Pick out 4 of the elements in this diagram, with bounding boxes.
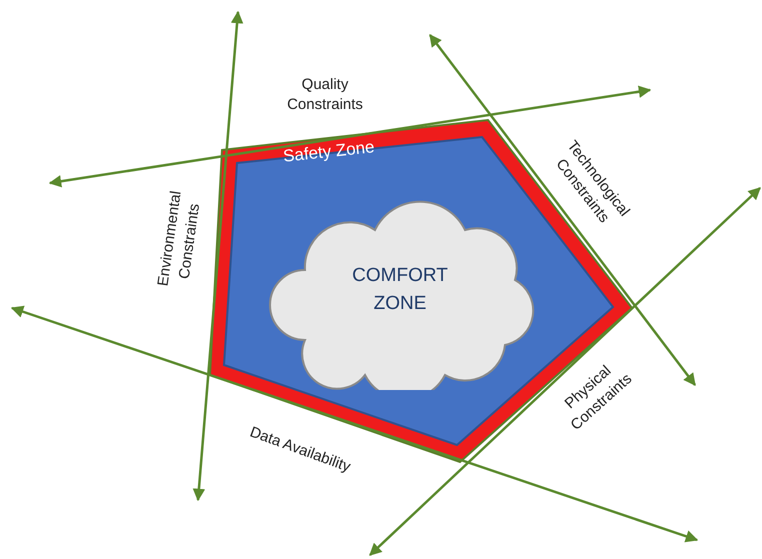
constraint-label: Quality Constraints [286,75,364,115]
constraint-label: Environmental Constraints [154,188,204,290]
zone-label: COMFORT ZONE [351,264,449,316]
zone-label: Safety Zone [282,137,376,167]
